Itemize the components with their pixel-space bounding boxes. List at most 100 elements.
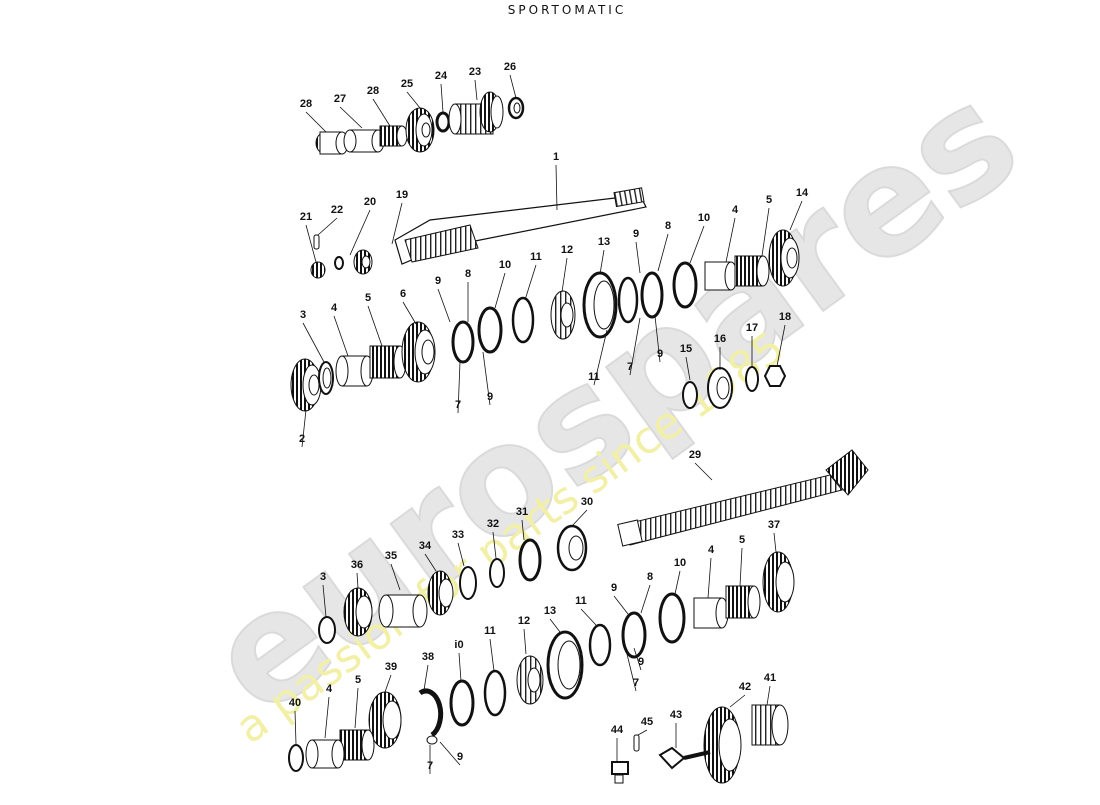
part-number-callout[interactable]: 4 [326, 683, 333, 695]
part-number-callout[interactable]: 8 [465, 268, 471, 280]
part-number-callout[interactable]: 12 [518, 615, 530, 627]
part-number-callout[interactable]: 26 [504, 61, 516, 73]
part-number-callout[interactable]: 39 [385, 661, 397, 673]
leader-line [523, 628, 527, 655]
leader-line [482, 351, 491, 406]
leader-line [439, 741, 461, 766]
part-number-callout[interactable]: 40 [289, 697, 301, 709]
part-number-callout[interactable]: 30 [581, 496, 593, 508]
part-number-callout[interactable]: 28 [367, 85, 379, 97]
part-number-callout[interactable]: 2 [299, 433, 305, 445]
part-number-callout[interactable]: 7 [455, 399, 461, 411]
part-number-callout[interactable]: 9 [435, 275, 441, 287]
part-number-callout[interactable]: 32 [487, 518, 499, 530]
part-number-callout[interactable]: 13 [598, 236, 610, 248]
part-number-callout[interactable]: 9 [657, 348, 663, 360]
bushing-4c [693, 597, 729, 629]
part-number-callout[interactable]: 9 [633, 228, 639, 240]
leader-line [457, 542, 465, 567]
part-number-callout[interactable]: 12 [561, 244, 573, 256]
bearing-16 [707, 367, 733, 409]
needle-bearing-28a [315, 131, 349, 155]
leader-line [367, 305, 383, 347]
part-number-callout[interactable]: 29 [689, 449, 701, 461]
part-number-callout[interactable]: 31 [516, 506, 528, 518]
part-number-callout[interactable]: 34 [419, 540, 432, 552]
part-number-callout[interactable]: 1 [553, 151, 559, 163]
part-number-callout[interactable]: 3 [320, 571, 326, 583]
leader-line [406, 91, 421, 109]
leader-line [580, 608, 597, 626]
leader-line [458, 652, 462, 682]
part-number-callout[interactable]: 13 [544, 605, 556, 617]
leader-line [689, 225, 705, 264]
part-number-callout[interactable]: 3 [300, 309, 306, 321]
part-number-callout[interactable]: 5 [365, 292, 371, 304]
part-number-callout[interactable]: 19 [396, 189, 408, 201]
circlip-24 [435, 111, 451, 133]
part-number-callout[interactable]: 4 [708, 544, 715, 556]
part-number-callout[interactable]: 5 [739, 534, 745, 546]
part-number-callout[interactable]: i0 [454, 639, 463, 651]
part-number-callout[interactable]: 4 [732, 204, 739, 216]
leader-line [391, 202, 403, 245]
part-number-callout[interactable]: 5 [766, 194, 772, 206]
part-number-callout[interactable]: 7 [633, 677, 639, 689]
part-number-callout[interactable]: 9 [487, 391, 493, 403]
part-number-callout[interactable]: 16 [714, 333, 726, 345]
part-number-callout[interactable]: 41 [764, 672, 776, 684]
part-number-callout[interactable]: 37 [768, 519, 780, 531]
part-number-callout[interactable]: 45 [641, 716, 653, 728]
part-number-callout[interactable]: 6 [400, 288, 406, 300]
part-number-callout[interactable]: 23 [469, 66, 481, 78]
washer-33 [459, 566, 477, 600]
part-number-callout[interactable]: 5 [355, 674, 361, 686]
part-number-callout[interactable]: 11 [575, 595, 587, 607]
part-number-callout[interactable]: 4 [331, 302, 338, 314]
part-number-callout[interactable]: 10 [499, 259, 511, 271]
part-number-callout[interactable]: 43 [670, 709, 682, 721]
part-number-callout[interactable]: 28 [300, 98, 312, 110]
part-number-callout[interactable]: 11 [530, 251, 542, 263]
part-number-callout[interactable]: 9 [457, 751, 463, 763]
part-number-callout[interactable]: 7 [427, 760, 433, 772]
leader-line [674, 570, 681, 595]
part-number-callout[interactable]: 14 [796, 187, 809, 199]
part-number-callout[interactable]: 27 [334, 93, 346, 105]
part-number-callout[interactable]: 25 [401, 78, 413, 90]
part-number-callout[interactable]: 21 [300, 211, 312, 223]
part-number-callout[interactable]: 35 [385, 550, 397, 562]
gear-42 [703, 706, 742, 784]
needle-bearing-28b [379, 125, 408, 147]
part-number-callout[interactable]: 18 [779, 311, 791, 323]
part-number-callout[interactable]: 15 [680, 343, 692, 355]
part-number-callout[interactable]: 10 [698, 212, 710, 224]
part-number-callout[interactable]: 8 [665, 220, 671, 232]
leader-line [317, 217, 338, 236]
gear-34 [427, 570, 454, 616]
part-number-callout[interactable]: 38 [422, 651, 434, 663]
part-number-callout[interactable]: 20 [364, 196, 376, 208]
part-number-callout[interactable]: 33 [452, 529, 464, 541]
part-number-callout[interactable]: 11 [484, 625, 496, 637]
washer-3 [318, 361, 334, 395]
leader-line [384, 674, 392, 693]
part-number-callout[interactable]: 22 [331, 204, 343, 216]
part-number-callout[interactable]: 24 [435, 70, 448, 82]
part-number-callout[interactable]: 8 [647, 571, 653, 583]
part-number-callout[interactable]: 36 [351, 559, 363, 571]
part-number-callout[interactable]: 9 [638, 656, 644, 668]
circlip-31 [518, 538, 542, 582]
leader-line [761, 207, 770, 257]
part-number-callout[interactable]: 9 [611, 582, 617, 594]
part-number-callout[interactable]: 44 [611, 724, 624, 736]
part-number-callout[interactable]: 17 [746, 322, 758, 334]
part-number-callout[interactable]: 7 [627, 361, 633, 373]
leader-line [685, 356, 691, 381]
leader-line [294, 710, 297, 745]
part-number-callout[interactable]: 42 [739, 681, 751, 693]
leader-line [766, 685, 771, 706]
part-number-callout[interactable]: 10 [674, 557, 686, 569]
part-number-callout[interactable]: 11 [588, 371, 600, 383]
